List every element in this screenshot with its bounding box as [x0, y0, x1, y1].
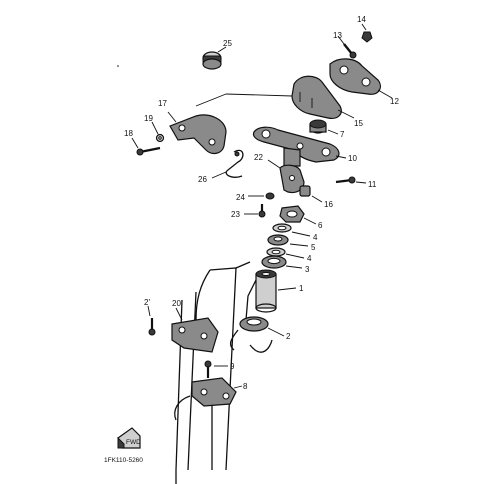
callout-15: 15: [354, 119, 363, 128]
callout-19: 19: [144, 114, 153, 123]
part-26-clip: [211, 149, 244, 179]
callout-8: 8: [243, 382, 248, 391]
part-1-bearing: [255, 269, 297, 313]
part-3-seal: [261, 255, 303, 269]
callout-26: 26: [198, 175, 207, 184]
part-12-upper-holder: [329, 58, 393, 99]
callout-17: 17: [158, 99, 167, 108]
part-7-nut: [309, 119, 339, 135]
fwd-arrow-icon: FWD: [117, 427, 141, 449]
callout-2: 2: [286, 332, 291, 341]
part-19-washer: [151, 121, 165, 143]
callout-16: 16: [324, 200, 333, 209]
part-2-lower-bearing: [239, 316, 285, 337]
callout-22: 22: [254, 153, 263, 162]
fwd-label: FWD: [126, 439, 141, 446]
part-11-bolt: [335, 176, 367, 184]
part-25-cap: [202, 46, 227, 70]
part-17-bracket: [167, 111, 227, 155]
part-14-nut: [361, 23, 373, 43]
callout-14: 14: [357, 15, 366, 24]
part-5-nut: [267, 234, 309, 247]
part-4-washer-upper: [272, 223, 311, 237]
callout-25: 25: [223, 39, 232, 48]
callout-7: 7: [340, 130, 345, 139]
part-6-nut: [279, 205, 317, 225]
part-18-bolt: [131, 137, 161, 156]
part-10-crown: [252, 126, 347, 167]
callout-5: 5: [311, 243, 316, 252]
part-23-bolt: [244, 204, 266, 218]
part-22-lower-bracket: [267, 159, 305, 194]
part-16-spacer: [299, 185, 323, 203]
part-15-handle-holder: [195, 75, 355, 119]
part-13-bolt: [337, 35, 357, 59]
part-24-washer: [248, 192, 275, 200]
callout-23: 23: [231, 210, 240, 219]
callout-13: 13: [333, 31, 342, 40]
callout-1: 1: [299, 284, 304, 293]
callout-24: 24: [236, 193, 245, 202]
callout-2-prime: 2': [144, 298, 150, 307]
callout-12: 12: [390, 97, 399, 106]
part-9-bolt: [204, 360, 228, 378]
diagram-code: 1FK110-5260: [104, 457, 143, 464]
callout-3: 3: [305, 265, 310, 274]
callout-4-lower: 4: [307, 254, 312, 263]
callout-9: 9: [230, 362, 235, 371]
callout-20: 20: [172, 299, 181, 308]
callout-4-upper: 4: [313, 233, 318, 242]
callout-18: 18: [124, 129, 133, 138]
part-20-clamp: [171, 307, 219, 353]
callout-11: 11: [368, 180, 377, 189]
part-8-clamp: [191, 377, 243, 407]
part-21-bolt: [147, 305, 156, 336]
callout-10: 10: [348, 154, 357, 163]
callout-6: 6: [318, 221, 323, 230]
stray-dot: [117, 65, 119, 67]
